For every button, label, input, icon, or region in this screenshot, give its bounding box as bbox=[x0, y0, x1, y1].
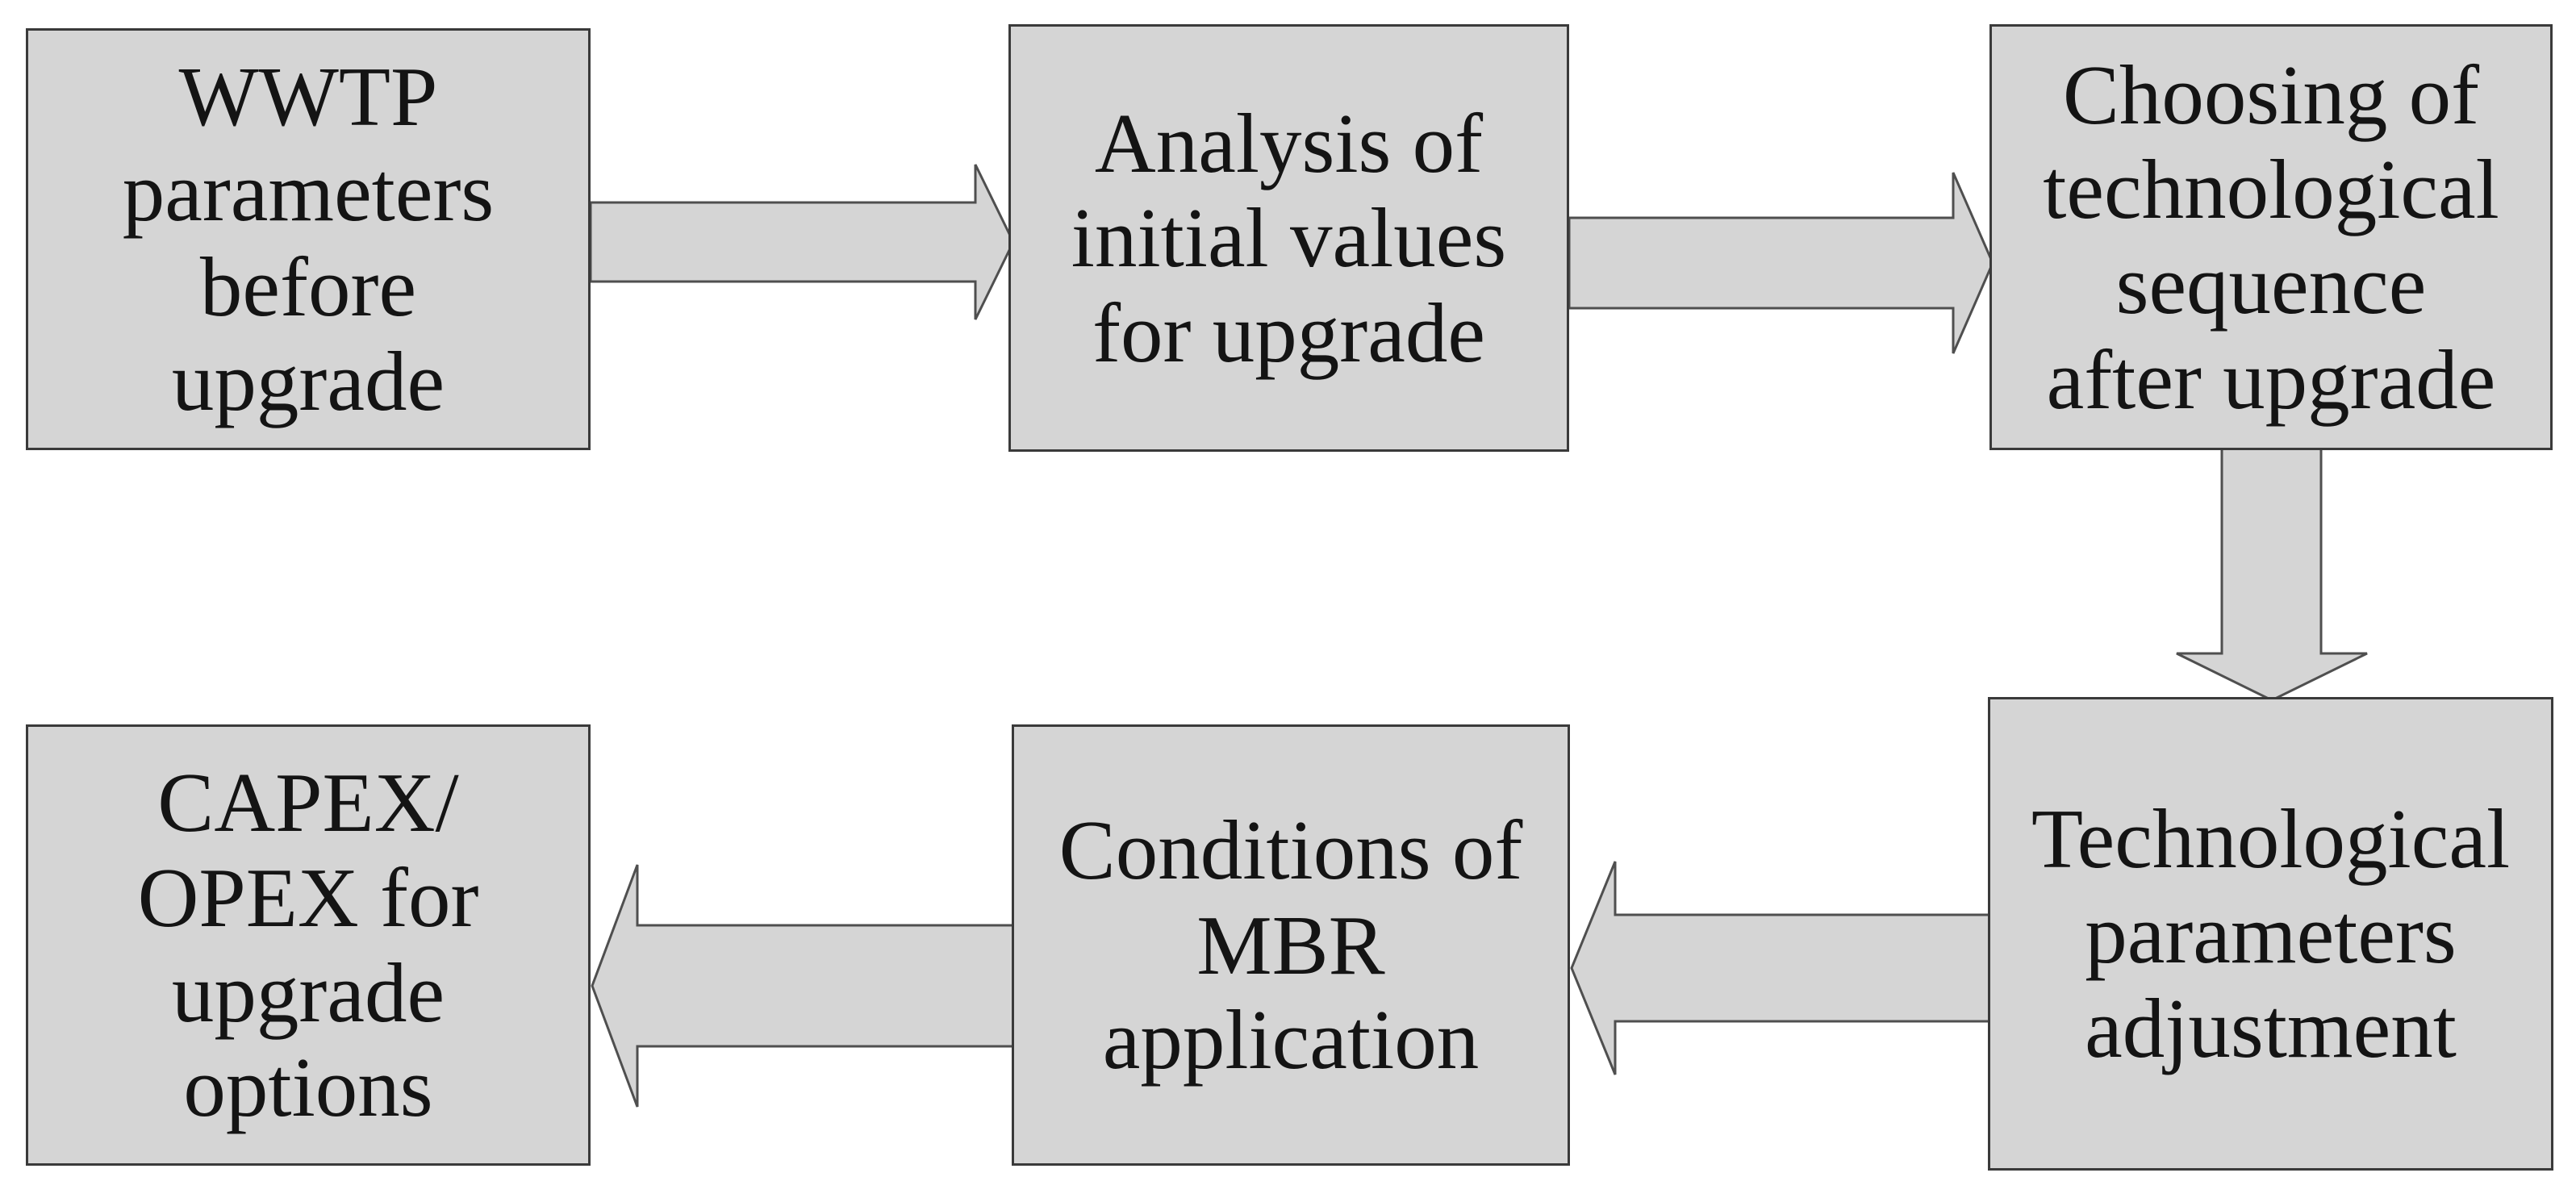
flow-box-conditions-of-mbr-application: Conditions of MBR application bbox=[1012, 724, 1570, 1166]
flow-box-label: Technological parameters adjustment bbox=[2031, 791, 2511, 1076]
right-arrow-icon-wwtp-to-analysis bbox=[589, 164, 1015, 320]
flow-box-label: Choosing of technological sequence after… bbox=[2043, 47, 2499, 427]
flow-box-label: Conditions of MBR application bbox=[1058, 803, 1523, 1087]
flow-box-analysis-of-initial-values: Analysis of initial values for upgrade bbox=[1008, 24, 1569, 452]
down-arrow-icon-choosing-to-adjustment bbox=[2176, 447, 2368, 702]
flow-box-label: WWTP parameters before upgrade bbox=[122, 49, 495, 429]
flow-box-choosing-technological-sequence: Choosing of technological sequence after… bbox=[1989, 24, 2553, 450]
left-arrow-icon-conditions-to-capex bbox=[591, 864, 1015, 1108]
right-arrow-icon-analysis-to-choosing bbox=[1568, 172, 1994, 354]
flow-box-capex-opex-for-upgrade-options: CAPEX/ OPEX for upgrade options bbox=[26, 724, 591, 1166]
left-arrow-icon-adjustment-to-conditions bbox=[1570, 861, 1991, 1075]
flow-box-label: CAPEX/ OPEX for upgrade options bbox=[137, 755, 479, 1135]
flow-box-label: Analysis of initial values for upgrade bbox=[1071, 95, 1507, 380]
flow-box-wwtp-parameters-before-upgrade: WWTP parameters before upgrade bbox=[26, 28, 591, 450]
flow-box-technological-parameters-adjustment: Technological parameters adjustment bbox=[1988, 697, 2553, 1171]
